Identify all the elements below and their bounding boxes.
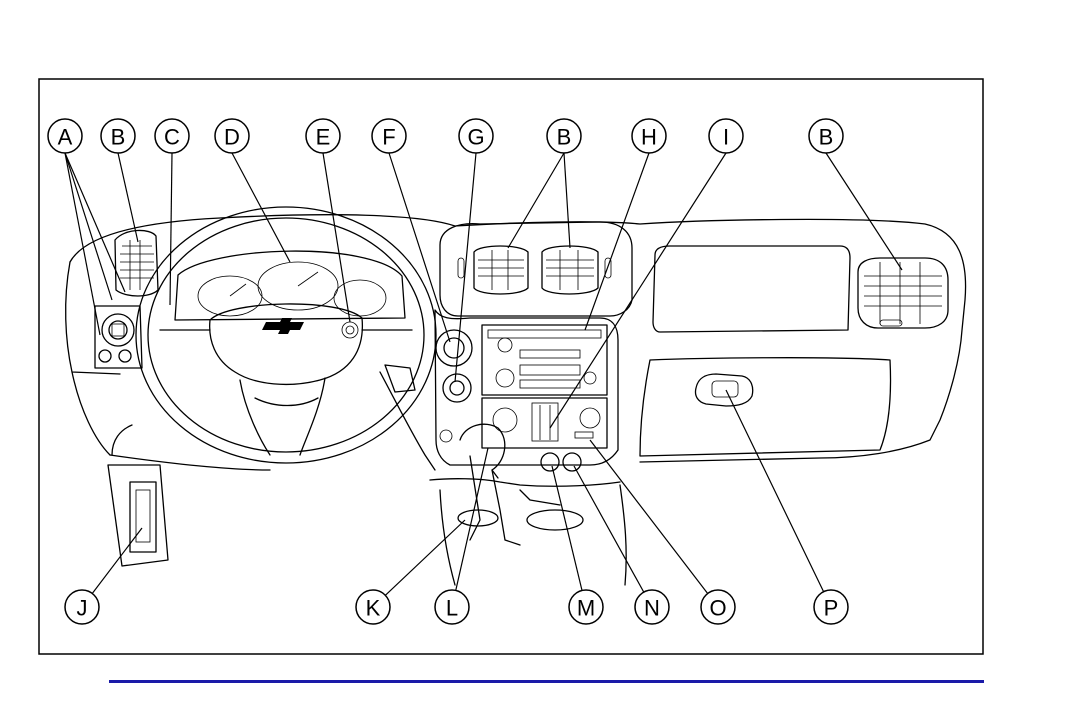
callout-B: B bbox=[809, 119, 843, 153]
callout-N: N bbox=[635, 590, 669, 624]
callout-C: C bbox=[155, 119, 189, 153]
callout-label: I bbox=[723, 125, 729, 150]
callout-B: B bbox=[547, 119, 581, 153]
callout-label: A bbox=[58, 125, 73, 150]
figure-frame bbox=[39, 79, 983, 654]
callout-label: B bbox=[111, 125, 126, 150]
callout-H: H bbox=[632, 119, 666, 153]
callout-label: M bbox=[577, 596, 595, 621]
callout-label: P bbox=[824, 596, 839, 621]
callout-label: D bbox=[224, 125, 240, 150]
callout-label: C bbox=[164, 125, 180, 150]
callout-label: E bbox=[316, 125, 331, 150]
callout-label: B bbox=[819, 125, 834, 150]
callout-E: E bbox=[306, 119, 340, 153]
callout-D: D bbox=[215, 119, 249, 153]
callout-J: J bbox=[65, 590, 99, 624]
callout-label: H bbox=[641, 125, 657, 150]
callout-G: G bbox=[459, 119, 493, 153]
callout-F: F bbox=[372, 119, 406, 153]
callout-L: L bbox=[435, 590, 469, 624]
callout-A: A bbox=[48, 119, 82, 153]
callout-O: O bbox=[701, 590, 735, 624]
callout-label: J bbox=[77, 596, 88, 621]
callout-label: O bbox=[709, 596, 726, 621]
callout-label: G bbox=[467, 125, 484, 150]
callout-label: B bbox=[557, 125, 572, 150]
callout-B: B bbox=[101, 119, 135, 153]
callout-label: N bbox=[644, 596, 660, 621]
callout-M: M bbox=[569, 590, 603, 624]
callout-I: I bbox=[709, 119, 743, 153]
callout-K: K bbox=[356, 590, 390, 624]
page-rule bbox=[109, 680, 984, 683]
callout-label: L bbox=[446, 596, 458, 621]
callout-label: K bbox=[366, 596, 381, 621]
callout-label: F bbox=[382, 125, 395, 150]
callout-P: P bbox=[814, 590, 848, 624]
